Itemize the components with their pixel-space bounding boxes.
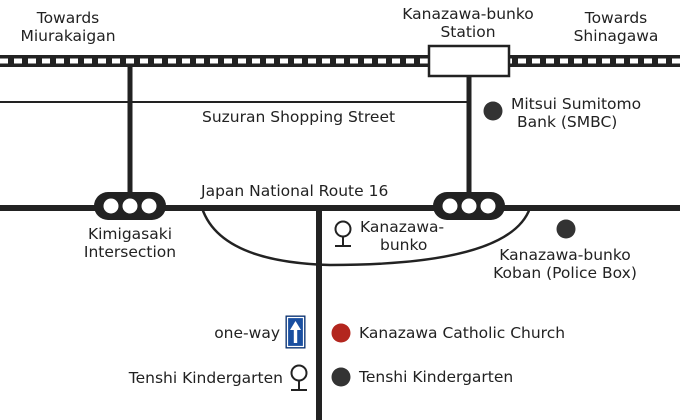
railway-line: [0, 55, 680, 67]
towards-miurakaigan-label: Towards Miurakaigan: [0, 9, 136, 45]
bus-stop-line-2: bunko: [380, 236, 428, 254]
station-line-2: Station: [440, 23, 496, 41]
koban-dot-icon: [556, 219, 576, 239]
koban-label: Kanazawa-bunko Koban (Police Box): [476, 246, 654, 282]
towards-west-line-2: Miurakaigan: [20, 27, 116, 45]
one-way-label: one-way: [214, 324, 280, 342]
route-16-label: Japan National Route 16: [201, 182, 389, 200]
kimigasaki-intersection-label: Kimigasaki Intersection: [60, 225, 200, 261]
bank-label: Mitsui Sumitomo Bank (SMBC): [511, 95, 641, 131]
bank-line-1: Mitsui Sumitomo: [511, 95, 642, 113]
station-building: [427, 44, 511, 78]
bank-dot-icon: [483, 101, 503, 121]
loop-road: [200, 207, 532, 267]
bus-stop-line-1: Kanazawa-: [360, 218, 445, 236]
church-label: Kanazawa Catholic Church: [359, 324, 566, 342]
bus-stop-icon: [334, 220, 352, 247]
traffic-light-icon: [433, 192, 505, 220]
kanazawa-bunko-bus-stop-label: Kanazawa- bunko: [360, 218, 444, 254]
kindergarten-dot-icon: [331, 367, 351, 387]
one-way-arrow-icon: [285, 315, 306, 349]
towards-shinagawa-label: Towards Shinagawa: [552, 9, 680, 45]
suzuran-shopping-street-label: Suzuran Shopping Street: [202, 108, 396, 126]
kindergarten-label: Tenshi Kindergarten: [359, 368, 514, 386]
towards-east-line-1: Towards: [584, 9, 648, 27]
station-label: Kanazawa-bunko Station: [378, 5, 558, 41]
bank-line-2: Bank (SMBC): [517, 113, 618, 131]
traffic-light-icon: [94, 192, 166, 220]
towards-west-line-1: Towards: [36, 9, 100, 27]
intersection-line-2: Intersection: [83, 243, 177, 261]
intersection-line-1: Kimigasaki: [87, 225, 173, 243]
station-line-1: Kanazawa-bunko: [402, 5, 534, 23]
bus-stop-icon: [290, 364, 308, 391]
koban-line-1: Kanazawa-bunko: [499, 246, 631, 264]
towards-east-line-2: Shinagawa: [573, 27, 659, 45]
koban-line-2: Koban (Police Box): [493, 264, 637, 282]
church-dot-icon: [331, 323, 351, 343]
kindergarten-bus-stop-label: Tenshi Kindergarten: [128, 369, 283, 387]
